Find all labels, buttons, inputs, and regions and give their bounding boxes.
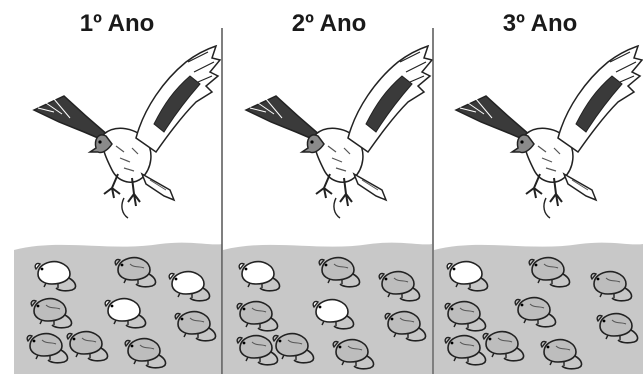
panel-title: 1º Ano [80,10,155,37]
panel-title: 2º Ano [292,10,367,37]
panel-2: 2º Ano [223,10,432,374]
hawk-icon [456,46,642,218]
hawk-icon [34,46,220,218]
hawk-icon [246,46,432,218]
panel-1: 1º Ano [14,10,222,374]
panel-title: 3º Ano [503,10,578,37]
panel-3: 3º Ano [434,10,643,374]
